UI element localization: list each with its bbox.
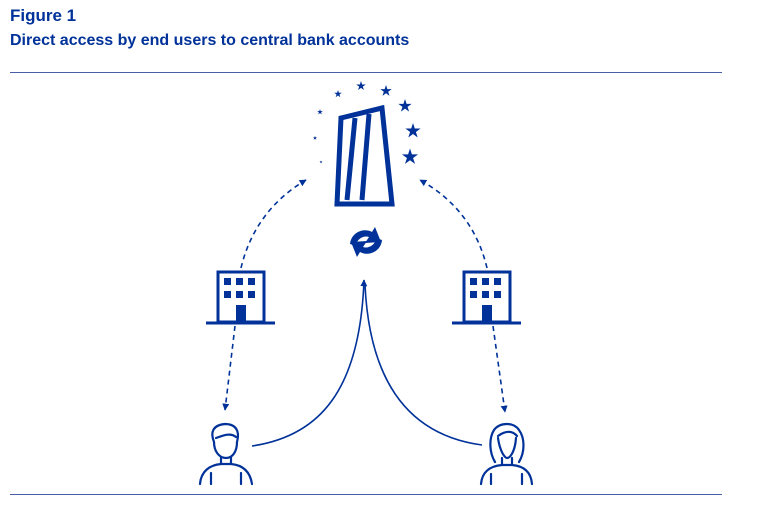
female-user-icon <box>479 422 534 486</box>
bank-building-icon-left <box>206 270 275 325</box>
dashed-arrow-left-bank-to-central-bank <box>240 179 307 269</box>
central-bank-building-icon <box>334 104 395 207</box>
dashed-arrow-right-bank-to-central-bank <box>419 179 488 269</box>
exchange-arrows-icon <box>350 227 382 257</box>
dashed-arrow-left-bank-to-user <box>222 325 236 411</box>
solid-curve-right-user-to-central-bank <box>364 284 483 446</box>
top-rule <box>10 72 722 73</box>
figure-title: Direct access by end users to central ba… <box>10 32 410 49</box>
male-user-icon <box>198 422 254 486</box>
solid-arrow-left-user-to-central-bank <box>251 279 368 447</box>
bottom-rule <box>10 494 722 495</box>
bank-building-icon-right <box>452 270 521 325</box>
figure-label: Figure 1 <box>10 6 77 25</box>
dashed-arrow-right-bank-to-user <box>492 325 508 413</box>
